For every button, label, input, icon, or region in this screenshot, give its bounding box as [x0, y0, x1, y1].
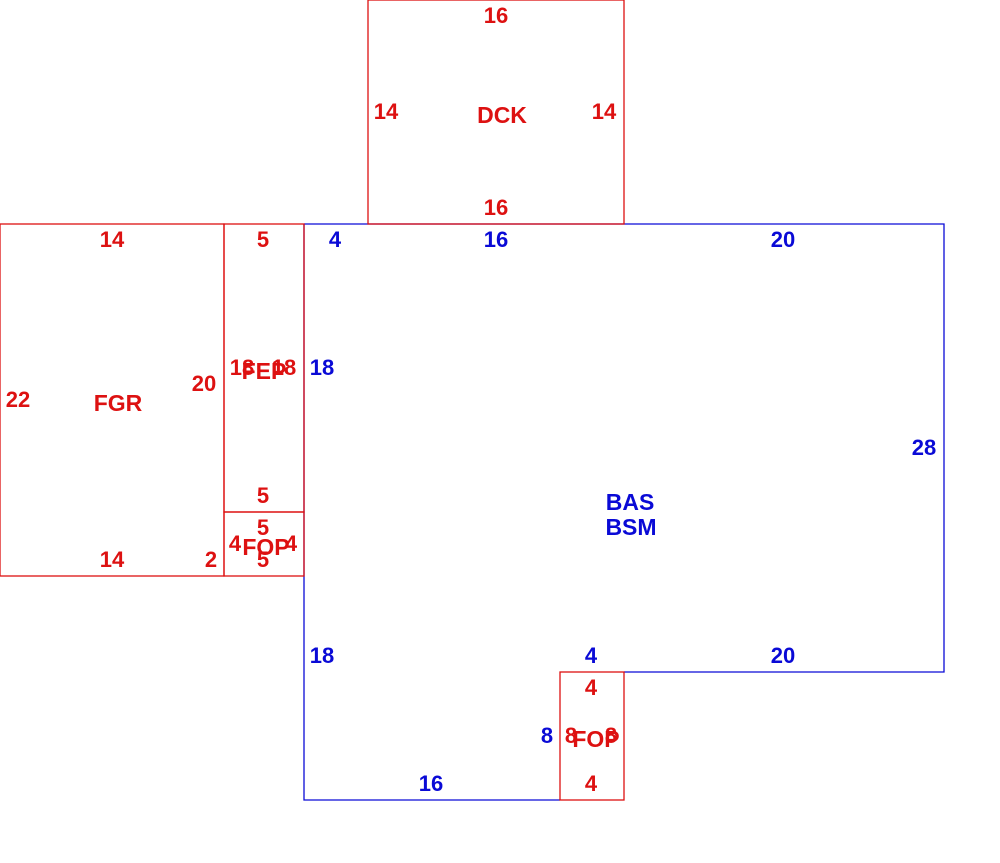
- bas-dim-notch-side: 8: [541, 723, 553, 748]
- fgr-dim-left: 22: [6, 387, 30, 412]
- dck-dim-left: 14: [374, 99, 399, 124]
- dck-dim-top: 16: [484, 3, 508, 28]
- fop-bottom-dim-left: 8: [565, 723, 577, 748]
- fep-dim-right: 18: [272, 355, 296, 380]
- bas-dim-top-b: 16: [484, 227, 508, 252]
- bas-dim-left-upper: 18: [310, 355, 334, 380]
- fep-area-code: FEP: [242, 358, 287, 384]
- fop-bottom-dim-right: 8: [605, 723, 617, 748]
- bas-dim-bottom-left: 16: [419, 771, 443, 796]
- fop-left-dim-right: 4: [285, 531, 298, 556]
- fgr-area-code: FGR: [94, 390, 143, 416]
- fop-left-dim-top: 5: [257, 515, 269, 540]
- fop-bottom-area-code: FOP: [572, 726, 619, 752]
- bas-dim-bottom-right: 20: [771, 643, 795, 668]
- bas-dim-left-lower: 18: [310, 643, 334, 668]
- fgr-dim-right: 20: [192, 371, 216, 396]
- dck-outline: [367, 0, 625, 225]
- bas-dim-right: 28: [912, 435, 936, 460]
- dck-dim-right: 14: [592, 99, 617, 124]
- bas-dim-notch-step: 4: [585, 643, 598, 668]
- fop-left-dim-bottom: 5: [257, 547, 269, 572]
- fgr-dim-top: 14: [100, 227, 125, 252]
- bas-area-code: BAS: [606, 489, 655, 515]
- fgr-dim-step: 2: [205, 547, 217, 572]
- fep-dim-top: 5: [257, 227, 269, 252]
- fop-left-area-code: FOP: [242, 534, 289, 560]
- bas-dim-top-c: 20: [771, 227, 795, 252]
- fep-dim-left: 18: [230, 355, 254, 380]
- fep-dim-bottom: 5: [257, 483, 269, 508]
- dck-dim-bottom: 16: [484, 195, 508, 220]
- fop-bottom-dim-top: 4: [585, 675, 598, 700]
- fop-left-dim-left: 4: [229, 531, 242, 556]
- bas-dim-top-a: 4: [329, 227, 342, 252]
- fgr-dim-bottom: 14: [100, 547, 125, 572]
- fop-bottom-dim-bottom: 4: [585, 771, 598, 796]
- dck-area-code: DCK: [477, 102, 527, 128]
- bsm-area-code: BSM: [605, 514, 656, 540]
- fop-left-outline: [223, 511, 305, 577]
- fop-bottom-outline: [559, 671, 625, 801]
